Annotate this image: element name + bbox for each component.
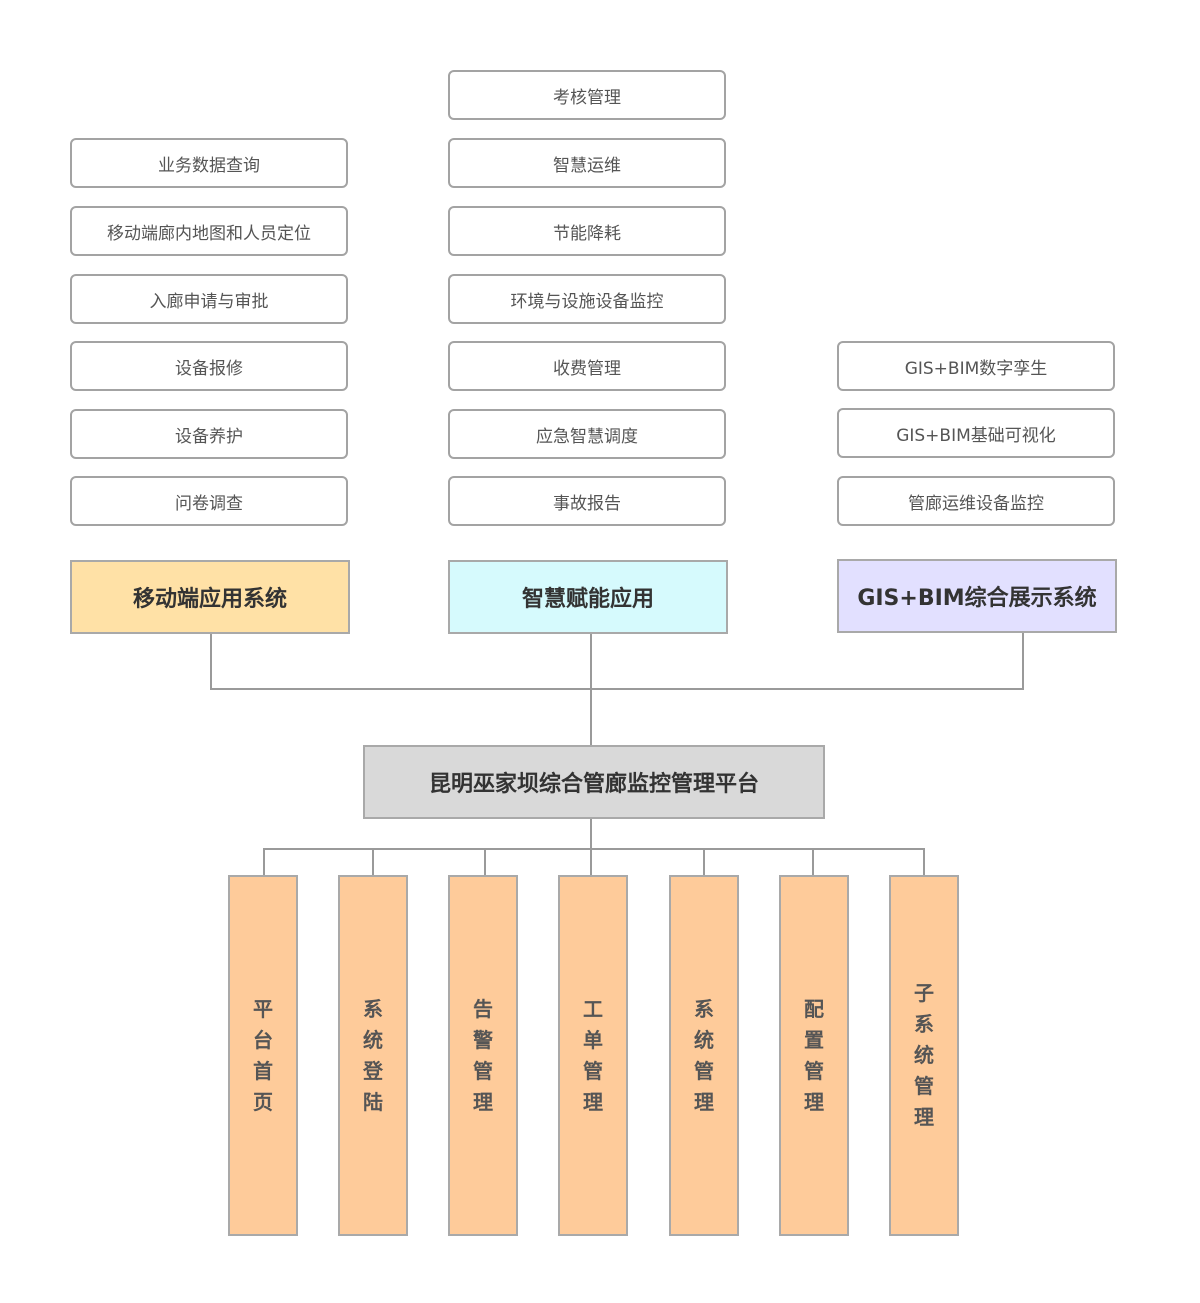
module-label-char: 管 [914, 1074, 934, 1098]
module-label: 平台首页 [253, 994, 273, 1118]
mobile-item: 设备报修 [70, 341, 348, 391]
module-label-char: 理 [694, 1089, 714, 1114]
connector-line [484, 848, 486, 876]
module-label-char: 统 [914, 1043, 934, 1067]
connector-line [210, 688, 1024, 690]
module-label-char: 台 [253, 1027, 273, 1052]
module-workorder: 工单管理 [558, 875, 628, 1236]
module-label: 子系统管理 [914, 978, 934, 1133]
connector-line [372, 848, 374, 876]
module-label-char: 管 [583, 1058, 603, 1083]
smart-application-header: 智慧赋能应用 [448, 560, 728, 634]
module-label-char: 置 [804, 1027, 824, 1052]
module-label: 系统登陆 [363, 994, 383, 1118]
module-label-char: 系 [363, 996, 383, 1021]
connector-line [590, 819, 592, 849]
mobile-item: 设备养护 [70, 409, 348, 459]
module-label-char: 理 [583, 1089, 603, 1114]
gis-item: 管廊运维设备监控 [837, 476, 1115, 526]
module-home: 平台首页 [228, 875, 298, 1236]
connector-line [703, 848, 705, 876]
module-label-char: 单 [583, 1027, 603, 1052]
module-label-char: 陆 [363, 1089, 383, 1114]
mobile-item: 移动端廊内地图和人员定位 [70, 206, 348, 256]
mobile-item: 问卷调查 [70, 476, 348, 526]
module-label-char: 首 [253, 1058, 273, 1083]
smart-item: 环境与设施设备监控 [448, 274, 726, 324]
module-label-char: 统 [363, 1027, 383, 1052]
module-label-char: 系 [694, 996, 714, 1021]
module-label: 告警管理 [473, 994, 493, 1118]
module-label-char: 系 [914, 1012, 934, 1036]
connector-line [812, 848, 814, 876]
mobile-item: 业务数据查询 [70, 138, 348, 188]
module-label-char: 统 [694, 1027, 714, 1052]
module-label: 系统管理 [694, 994, 714, 1118]
smart-item: 事故报告 [448, 476, 726, 526]
connector-line [210, 634, 212, 690]
module-label-char: 子 [914, 981, 934, 1005]
module-label-char: 配 [804, 996, 824, 1021]
module-label-char: 管 [694, 1058, 714, 1083]
mobile-system-header: 移动端应用系统 [70, 560, 350, 634]
module-label: 配置管理 [804, 994, 824, 1118]
gis-item: GIS+BIM数字孪生 [837, 341, 1115, 391]
connector-line [590, 848, 592, 876]
mobile-item: 入廊申请与审批 [70, 274, 348, 324]
gis-item: GIS+BIM基础可视化 [837, 408, 1115, 458]
connector-line [1022, 633, 1024, 690]
module-label-char: 理 [804, 1089, 824, 1114]
module-label-char: 登 [363, 1058, 383, 1083]
module-label-char: 管 [473, 1058, 493, 1083]
module-label-char: 平 [253, 996, 273, 1021]
gis-bim-system-header: GIS+BIM综合展示系统 [837, 559, 1117, 633]
module-label-char: 警 [473, 1027, 493, 1052]
module-label-char: 管 [804, 1058, 824, 1083]
module-config: 配置管理 [779, 875, 849, 1236]
module-label-char: 告 [473, 996, 493, 1021]
smart-item: 考核管理 [448, 70, 726, 120]
module-system: 系统管理 [669, 875, 739, 1236]
connector-line [923, 848, 925, 876]
module-subsystem: 子系统管理 [889, 875, 959, 1236]
smart-item: 智慧运维 [448, 138, 726, 188]
connector-line [263, 848, 925, 850]
module-label: 工单管理 [583, 994, 603, 1118]
module-alarm: 告警管理 [448, 875, 518, 1236]
module-label-char: 工 [583, 996, 603, 1021]
module-label-char: 理 [914, 1105, 934, 1129]
connector-line [263, 848, 265, 876]
connector-line [590, 634, 592, 746]
smart-item: 应急智慧调度 [448, 409, 726, 459]
smart-item: 收费管理 [448, 341, 726, 391]
platform-root: 昆明巫家坝综合管廊监控管理平台 [363, 745, 825, 819]
module-login: 系统登陆 [338, 875, 408, 1236]
module-label-char: 页 [253, 1089, 273, 1114]
module-label-char: 理 [473, 1089, 493, 1114]
smart-item: 节能降耗 [448, 206, 726, 256]
